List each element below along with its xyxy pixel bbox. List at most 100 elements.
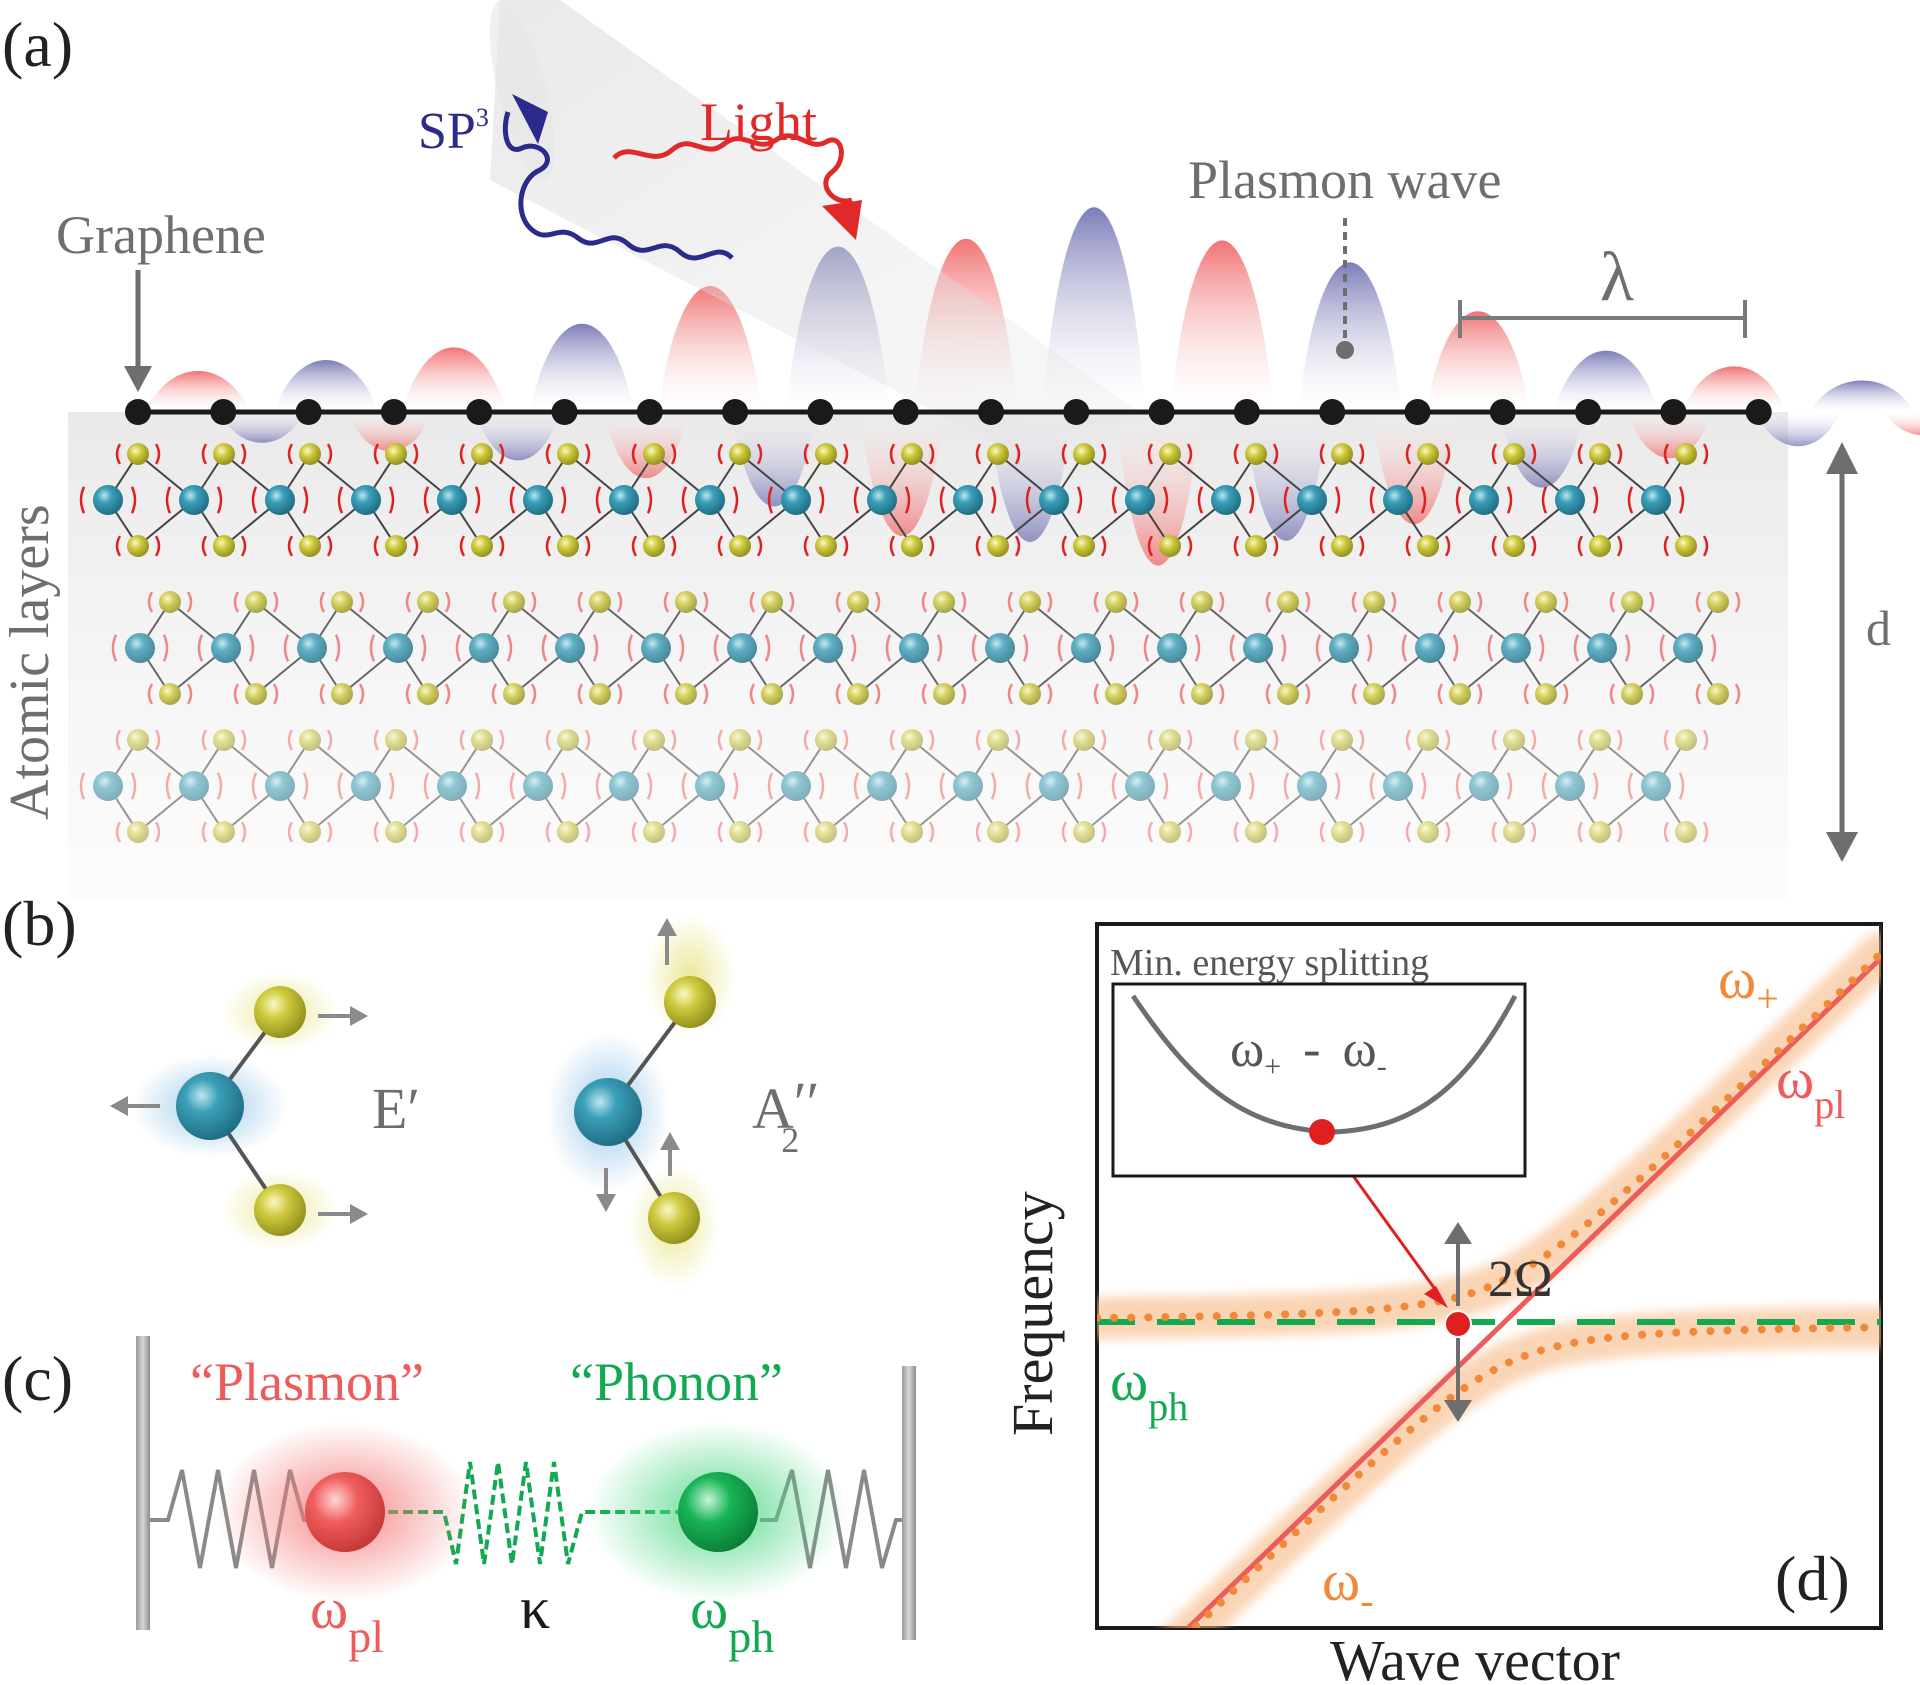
vibration-arc	[560, 772, 567, 800]
vibration-arc	[1506, 772, 1513, 800]
chalcogen-atom	[933, 591, 955, 613]
atomic-layer	[79, 729, 1709, 843]
vibration-arc	[186, 591, 193, 613]
vibration-arc	[545, 535, 552, 557]
chalcogen-atom	[417, 683, 439, 705]
vibration-arc	[874, 683, 881, 705]
metal-atom	[1555, 771, 1585, 801]
vibration-arc	[1523, 591, 1530, 613]
chalcogen-atom	[1675, 535, 1697, 557]
vibration-arc	[423, 486, 430, 514]
chalcogen-atom	[1191, 683, 1213, 705]
vibration-arc	[1710, 634, 1717, 662]
vibration-arc	[1061, 729, 1068, 751]
metal-atom	[695, 485, 725, 515]
vibration-arc	[1186, 443, 1193, 465]
vibration-arc	[1577, 443, 1584, 465]
chalcogen-atom	[1503, 443, 1525, 465]
vibration-arc	[646, 772, 653, 800]
panel-label-b: (b)	[2, 888, 77, 959]
vibration-arc	[971, 634, 978, 662]
chalcogen-atom	[987, 821, 1009, 843]
chalcogen-atom	[331, 683, 353, 705]
vibration-arc	[1577, 821, 1584, 843]
plasmon-quote-label: “Plasmon”	[190, 1352, 424, 1412]
chalcogen-atom	[213, 535, 235, 557]
chalcogen-atom	[1159, 821, 1181, 843]
vibration-arc	[670, 821, 677, 843]
vibration-arc	[405, 591, 412, 613]
chalcogen-atom-bottom	[254, 1184, 306, 1236]
vibration-arc	[631, 821, 638, 843]
vibration-arc	[302, 486, 309, 514]
vibration-arc	[936, 634, 943, 662]
vibration-arc	[1695, 683, 1702, 705]
vibration-arc	[749, 683, 756, 705]
chalcogen-atom	[1503, 821, 1525, 843]
sp3-label: SP3	[418, 103, 489, 160]
vibration-arc	[186, 683, 193, 705]
vibration-arc	[154, 729, 161, 751]
chalcogen-atom	[1073, 821, 1095, 843]
chalcogen-atom	[675, 591, 697, 613]
vibration-arc	[115, 535, 122, 557]
vibration-arc	[842, 443, 849, 465]
chalcogen-atom	[1019, 683, 1041, 705]
vibration-arc	[373, 729, 380, 751]
vibration-arc	[240, 443, 247, 465]
metal-atom	[1501, 633, 1531, 663]
chalcogen-atom	[299, 535, 321, 557]
vibration-arc	[1061, 535, 1068, 557]
vibration-arc	[842, 821, 849, 843]
coupling-spring	[388, 1461, 680, 1565]
vibration-arc	[1678, 772, 1685, 800]
vibration-arc	[1093, 591, 1100, 613]
vibration-arc	[1627, 486, 1634, 514]
metal-atom	[1469, 485, 1499, 515]
metal-atom	[1125, 485, 1155, 515]
vibration-arc	[663, 591, 670, 613]
chalcogen-atom	[1331, 729, 1353, 751]
vibration-arc	[319, 683, 326, 705]
vibration-arc	[1530, 535, 1537, 557]
chalcogen-atom	[1191, 591, 1213, 613]
vibration-arc	[1218, 683, 1225, 705]
light-incident-wave	[612, 133, 853, 204]
plasmon-lobe	[1298, 262, 1402, 412]
vibration-arc	[474, 486, 481, 514]
vibration-arc	[803, 535, 810, 557]
vibration-arc	[595, 486, 602, 514]
vibration-arc	[678, 634, 685, 662]
metal-atom	[1243, 633, 1273, 663]
vibration-arc	[1186, 729, 1193, 751]
vibration-arc	[1476, 591, 1483, 613]
vibration-arc	[595, 772, 602, 800]
metal-atom	[1469, 771, 1499, 801]
vibration-arc	[1233, 729, 1240, 751]
chalcogen-atom	[471, 443, 493, 465]
vibration-arc	[412, 535, 419, 557]
vibration-arc	[1659, 634, 1666, 662]
metal-atom	[899, 633, 929, 663]
vibration-arc	[326, 729, 333, 751]
graphene-atom	[1745, 399, 1772, 425]
chalcogen-atom	[1331, 443, 1353, 465]
graphene-atom	[1148, 399, 1175, 425]
chalcogen-atom	[245, 683, 267, 705]
metal-atom	[1039, 485, 1069, 515]
chalcogen-atom	[987, 535, 1009, 557]
chalcogen-atom-top	[664, 976, 716, 1028]
metal-atom	[1415, 633, 1445, 663]
vibration-arc	[1076, 486, 1083, 514]
metal-atom	[1587, 633, 1617, 663]
vibration-arc	[1444, 821, 1451, 843]
vibration-arc	[1186, 535, 1193, 557]
vibration-arc	[1358, 729, 1365, 751]
omega-plus-label: ω+	[1718, 946, 1779, 1021]
vibration-arc	[1319, 821, 1326, 843]
vibration-arc	[1663, 729, 1670, 751]
vibration-arc	[1022, 634, 1029, 662]
vibration-arc	[1194, 634, 1201, 662]
vibration-arc	[842, 535, 849, 557]
vibration-arc	[1437, 683, 1444, 705]
